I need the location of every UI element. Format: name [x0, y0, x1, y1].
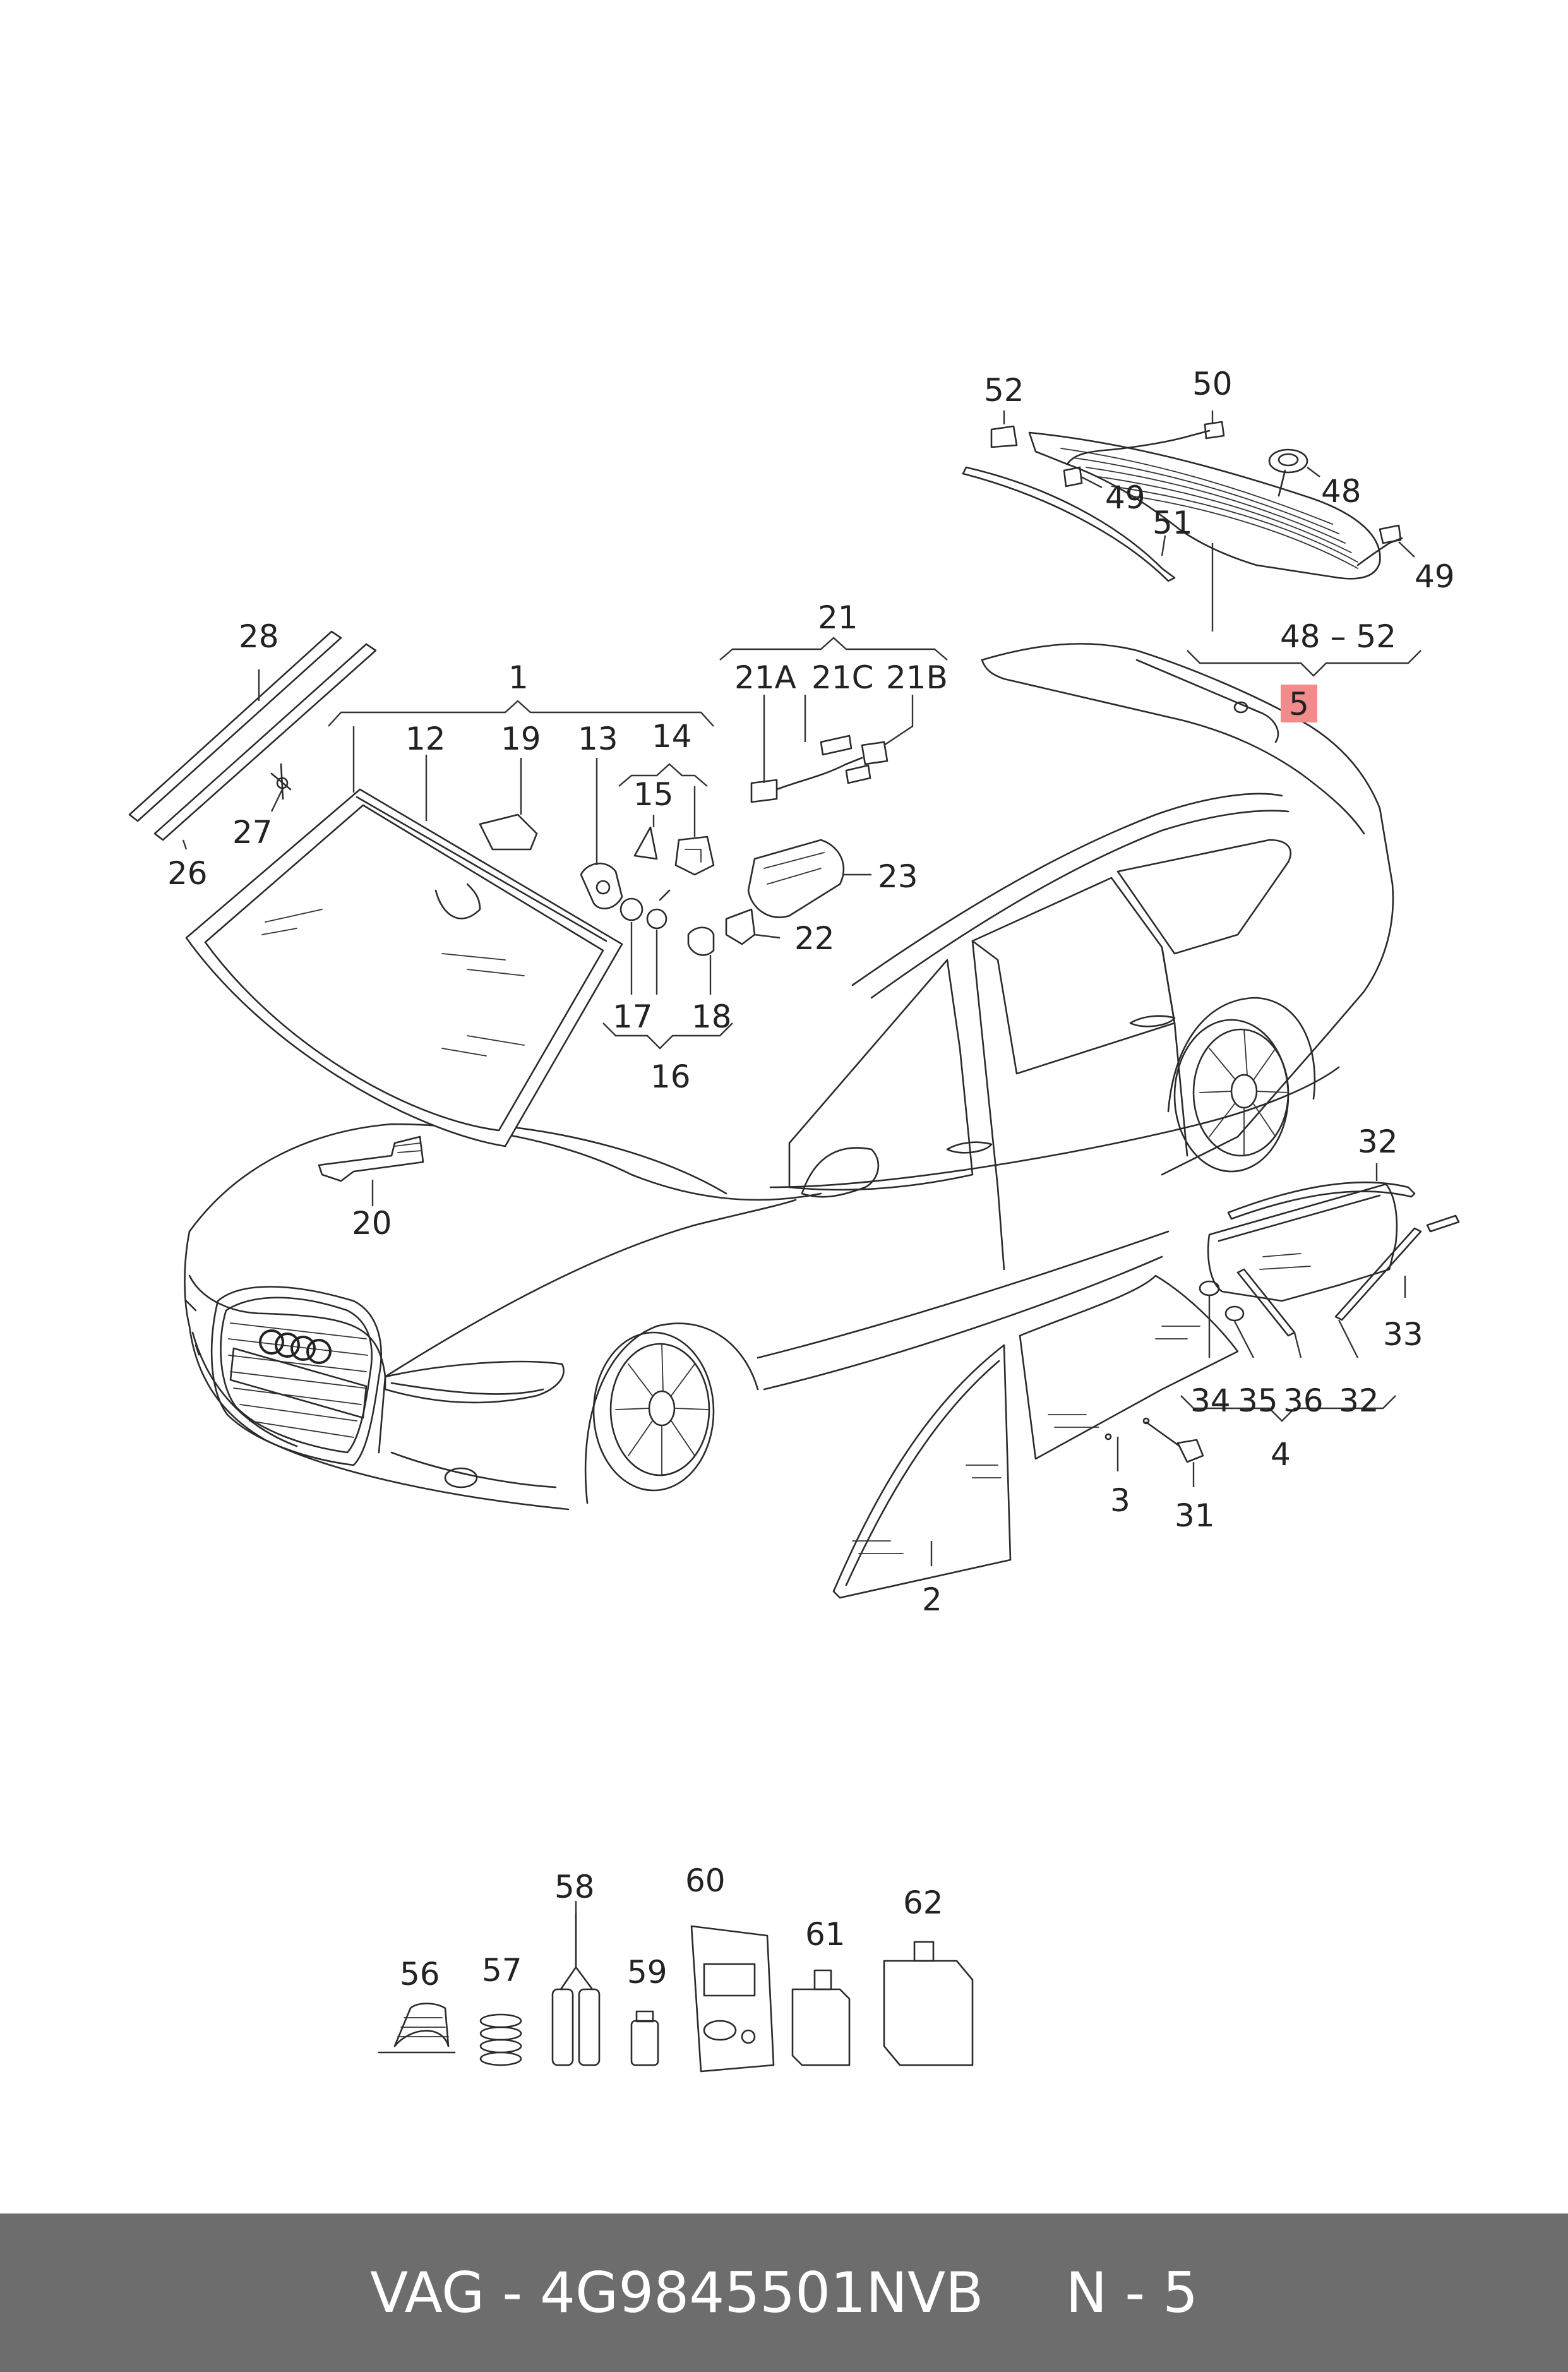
label-62: 62 [903, 1884, 943, 1921]
label-61: 61 [805, 1916, 846, 1953]
label-49-right: 49 [1415, 558, 1455, 595]
label-59: 59 [627, 1954, 667, 1991]
door-glass-parts [832, 1181, 1460, 1599]
label-49-left: 49 [1105, 479, 1146, 516]
car-body-drawing [184, 643, 1394, 1511]
label-20: 20 [352, 1205, 392, 1242]
label-19: 19 [501, 721, 541, 757]
label-23: 23 [878, 858, 918, 895]
label-14: 14 [652, 718, 692, 755]
label-5: 5 [1289, 686, 1309, 722]
part-number-text: VAG - 4G9845501NVB [369, 2260, 984, 2325]
label-2: 2 [922, 1581, 942, 1618]
label-26: 26 [167, 855, 208, 892]
label-52: 52 [984, 372, 1024, 409]
label-48-52: 48 – 52 [1280, 618, 1396, 655]
footer-bar: VAG - 4G9845501NVB N - 5 [0, 2213, 1568, 2372]
label-51: 51 [1152, 505, 1193, 541]
label-21a: 21A [734, 659, 796, 696]
label-50: 50 [1192, 366, 1233, 402]
label-58: 58 [554, 1869, 595, 1905]
rear-window-part [962, 421, 1403, 582]
label-60: 60 [685, 1862, 726, 1899]
label-31: 31 [1175, 1497, 1215, 1534]
label-27: 27 [232, 814, 273, 851]
label-16: 16 [650, 1058, 691, 1095]
label-1: 1 [508, 659, 529, 696]
accessories [378, 1912, 974, 2073]
label-34: 34 [1190, 1382, 1231, 1419]
label-48: 48 [1321, 473, 1362, 510]
parts-diagram: 1 12 19 13 14 15 17 18 16 20 21 21A 21C … [128, 366, 1460, 2073]
label-22: 22 [794, 920, 835, 957]
windshield-part [185, 788, 623, 1147]
small-parts [318, 734, 889, 1182]
label-17: 17 [613, 998, 653, 1035]
trim-strips [128, 630, 377, 841]
label-18: 18 [691, 998, 732, 1035]
label-36: 36 [1283, 1382, 1324, 1419]
label-4: 4 [1271, 1436, 1291, 1473]
page-number-text: N - 5 [1065, 2260, 1199, 2325]
label-21b: 21B [886, 659, 948, 696]
label-3: 3 [1110, 1482, 1130, 1519]
label-12: 12 [405, 721, 446, 757]
label-28: 28 [239, 618, 279, 655]
label-32-bottom: 32 [1339, 1382, 1379, 1419]
callout-labels: 1 12 19 13 14 15 17 18 16 20 21 21A 21C … [167, 366, 1455, 1992]
label-21: 21 [818, 599, 858, 636]
label-33: 33 [1383, 1316, 1423, 1353]
label-21c: 21C [811, 659, 874, 696]
label-56: 56 [400, 1956, 440, 1992]
label-13: 13 [578, 721, 618, 757]
label-32-top: 32 [1358, 1123, 1398, 1160]
label-15: 15 [633, 776, 674, 813]
highlight-box [1281, 685, 1317, 722]
label-57: 57 [482, 1952, 522, 1989]
label-35: 35 [1238, 1382, 1278, 1419]
leader-lines [182, 410, 1421, 1914]
